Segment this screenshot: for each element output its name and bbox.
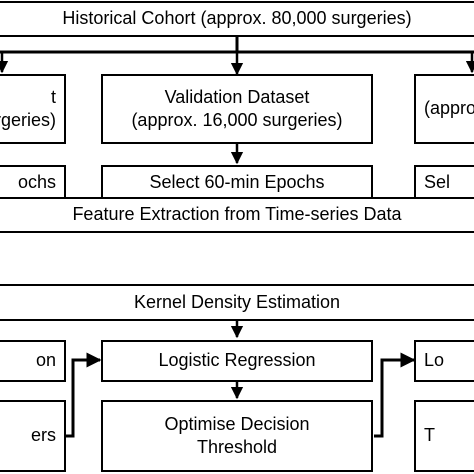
select-epochs-label: Select 60-min Epochs [149,172,325,193]
right-model-label: Lo [424,350,445,371]
left-dataset-box: t rgeries) [0,74,66,144]
validation-dataset-box: Validation Dataset (approx. 16,000 surge… [101,74,373,144]
logistic-regression-label: Logistic Regression [158,350,316,371]
left-params-label: ers [30,425,56,446]
right-epochs-box: Sel [414,165,474,201]
right-dataset-line-2: (appro [424,98,474,119]
left-epochs-label: ochs [17,172,56,193]
left-model-label: on [35,350,56,371]
left-model-box: on [0,340,66,382]
kernel-density-label: Kernel Density Estimation [133,291,341,312]
feature-extraction-box: Feature Extraction from Time-series Data [0,197,474,233]
left-epochs-box: ochs [0,165,66,201]
optimise-threshold-line-2: Threshold [196,437,278,457]
right-threshold-label: T [424,425,435,446]
optimise-threshold-line-1: Optimise Decision [164,413,310,434]
arrow-threshold-to-right-model [374,352,416,438]
optimise-threshold-box: Optimise Decision Threshold [101,400,373,472]
right-dataset-box: (appro [414,74,474,144]
right-epochs-label: Sel [424,172,451,193]
validation-dataset-count: (approx. 16,000 surgeries) [131,110,343,130]
historical-cohort-box: Historical Cohort (approx. 80,000 surger… [0,1,474,37]
left-params-box: ers [0,400,66,472]
feature-extraction-label: Feature Extraction from Time-series Data [72,204,402,225]
logistic-regression-box: Logistic Regression [101,340,373,382]
historical-cohort-label: Historical Cohort (approx. 80,000 surger… [62,8,412,29]
right-threshold-box: T [414,400,474,472]
left-dataset-line-1: t [50,86,56,107]
left-dataset-line-2: rgeries) [0,110,56,130]
arrow-left-params-to-logistic [65,352,102,438]
select-epochs-box: Select 60-min Epochs [101,165,373,201]
validation-dataset-title: Validation Dataset [164,86,310,107]
right-model-box: Lo [414,340,474,382]
kernel-density-box: Kernel Density Estimation [0,284,474,321]
